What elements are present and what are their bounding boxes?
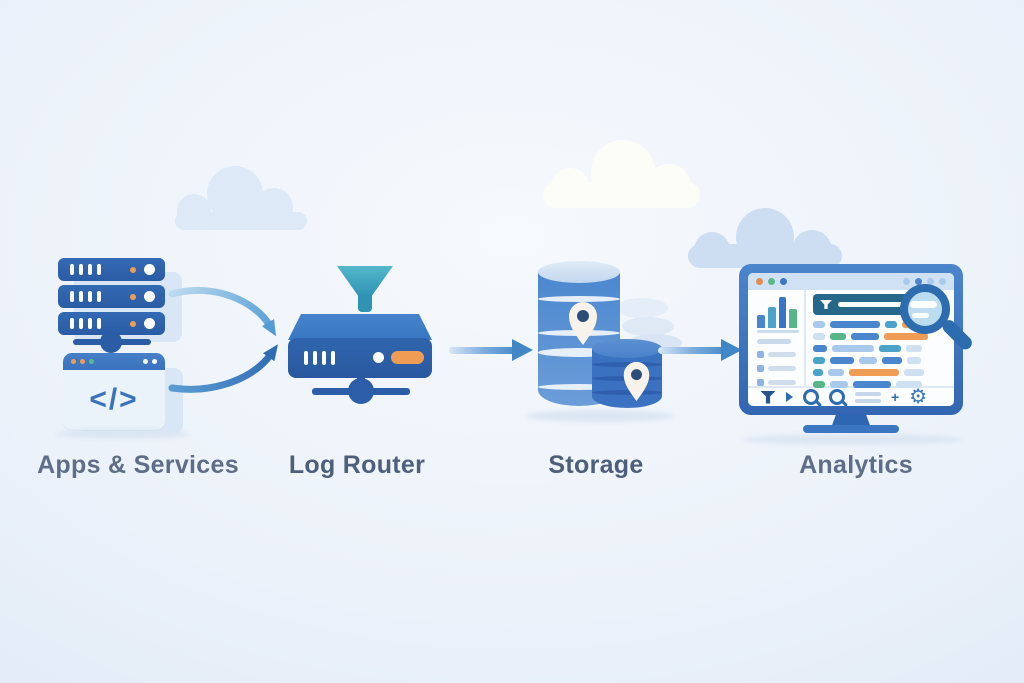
search-input-line bbox=[838, 302, 940, 307]
server-unit bbox=[58, 258, 165, 281]
router-box-top bbox=[288, 314, 432, 340]
titlebar-dot bbox=[152, 359, 157, 364]
server-status-dot bbox=[130, 267, 136, 273]
search-icon bbox=[829, 389, 845, 405]
database-band bbox=[592, 362, 662, 367]
bar-chart-icon bbox=[757, 296, 797, 328]
router-box-icon bbox=[288, 338, 432, 378]
magnifier-highlight bbox=[910, 301, 937, 308]
router-network-node bbox=[348, 378, 374, 404]
server-vents bbox=[70, 318, 101, 329]
titlebar-dot bbox=[143, 359, 148, 364]
sidebar-heading-line bbox=[757, 339, 791, 344]
cloud-left bbox=[175, 166, 307, 230]
arrow-storage-to-analytics bbox=[658, 339, 744, 361]
stage-label-router: Log Router bbox=[288, 451, 426, 479]
server-status-dot bbox=[130, 321, 136, 327]
monitor-shadow bbox=[743, 434, 963, 445]
funnel-icon bbox=[760, 390, 776, 404]
funnel-icon bbox=[337, 266, 393, 296]
code-glyph: </> bbox=[89, 383, 139, 416]
stage-label-apps: Apps & Services bbox=[37, 451, 239, 479]
location-pin-icon bbox=[623, 361, 650, 402]
database-band bbox=[592, 390, 662, 395]
magnifier-icon bbox=[900, 284, 950, 334]
server-led bbox=[144, 264, 155, 275]
topbar-dot bbox=[939, 278, 946, 285]
server-vents bbox=[70, 264, 101, 275]
plus-icon: + bbox=[891, 389, 900, 405]
screen-topbar bbox=[748, 273, 954, 290]
arrow-router-to-storage bbox=[449, 339, 535, 361]
arrow-apps-to-router bbox=[168, 286, 278, 393]
sidebar-list-item bbox=[757, 365, 797, 372]
play-icon bbox=[786, 392, 793, 402]
topbar-dot bbox=[903, 278, 910, 285]
screen-sidebar bbox=[748, 290, 806, 386]
location-pin-icon bbox=[569, 302, 597, 345]
titlebar-dot bbox=[80, 359, 85, 364]
database-small-top bbox=[592, 339, 662, 358]
code-window-titlebar bbox=[63, 353, 165, 370]
server-network-node bbox=[100, 331, 122, 353]
monitor-stand-base bbox=[803, 425, 899, 433]
magnifier-highlight bbox=[912, 313, 929, 318]
apps-shadow bbox=[55, 429, 190, 439]
topbar-dot bbox=[915, 278, 922, 285]
log-row bbox=[813, 345, 947, 352]
server-vents bbox=[70, 291, 101, 302]
server-stack-icon bbox=[58, 258, 165, 339]
topbar-dot bbox=[780, 278, 787, 285]
server-unit bbox=[58, 285, 165, 308]
log-row bbox=[813, 357, 947, 364]
chart-baseline bbox=[757, 330, 799, 333]
database-separator bbox=[538, 296, 620, 302]
stage-label-storage: Storage bbox=[548, 451, 644, 479]
monitor-stand-neck bbox=[831, 415, 871, 428]
storage-echo-disc bbox=[616, 298, 668, 318]
log-rows bbox=[813, 321, 947, 388]
stage-label-analytics: Analytics bbox=[799, 451, 913, 479]
sidebar-list-item bbox=[757, 351, 797, 358]
database-large-top bbox=[538, 261, 620, 283]
screen-toolbar: + ⚙ bbox=[748, 386, 954, 406]
filter-icon bbox=[820, 300, 832, 309]
router-orange-indicator bbox=[391, 351, 424, 364]
funnel-stem bbox=[358, 294, 372, 312]
titlebar-dot bbox=[71, 359, 76, 364]
gear-icon: ⚙ bbox=[909, 386, 928, 406]
storage-echo-disc bbox=[622, 317, 674, 336]
titlebar-dot bbox=[89, 359, 94, 364]
server-unit bbox=[58, 312, 165, 335]
router-led bbox=[373, 352, 384, 363]
topbar-dot bbox=[768, 278, 775, 285]
cloud-middle bbox=[543, 140, 700, 208]
topbar-dot bbox=[756, 278, 763, 285]
log-row bbox=[813, 333, 947, 340]
topbar-dot bbox=[927, 278, 934, 285]
log-row bbox=[813, 369, 947, 376]
server-led bbox=[144, 291, 155, 302]
code-window-icon: </> bbox=[63, 353, 165, 430]
toolbar-text-lines bbox=[855, 391, 881, 403]
router-vents bbox=[304, 351, 335, 365]
search-icon bbox=[803, 389, 819, 405]
server-status-dot bbox=[130, 294, 136, 300]
sidebar-list-item bbox=[757, 379, 797, 386]
cloud-right bbox=[688, 208, 842, 270]
log-row bbox=[813, 381, 947, 388]
database-separator bbox=[538, 384, 620, 390]
server-led bbox=[144, 318, 155, 329]
storage-shadow bbox=[525, 410, 675, 422]
database-separator bbox=[538, 348, 620, 357]
